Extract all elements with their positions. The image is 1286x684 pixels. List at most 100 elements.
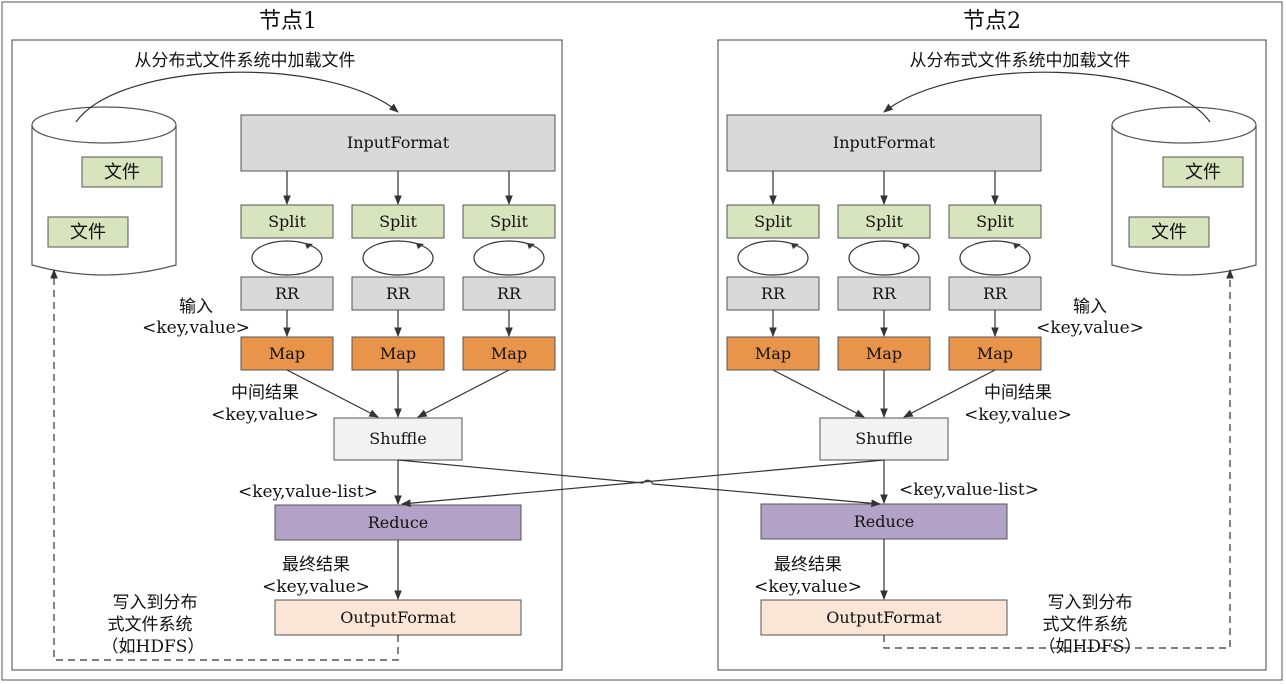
node-2-outputformat-label: OutputFormat — [826, 608, 942, 627]
node-1-rr-label-2: RR — [386, 284, 411, 303]
node-2-rr-1 — [726, 276, 820, 311]
node-2-file-label-2: 文件 — [1151, 222, 1187, 243]
node-2-map-label-2: Map — [866, 344, 902, 363]
node-2-frame — [717, 39, 1267, 671]
node-2-loop-3 — [959, 240, 1031, 276]
node-1-storage-cylinder — [31, 106, 177, 276]
node-1-map-label-2: Map — [380, 344, 416, 363]
node-1-rr-1 — [240, 276, 334, 311]
cross-arrow-node2-to-node1-reduce — [401, 459, 885, 508]
node-1-inputformat-label: InputFormat — [347, 133, 450, 152]
node-2-shuffle-box — [819, 417, 949, 461]
node-2-write-label-3: （如HDFS） — [1039, 637, 1142, 657]
node-2-rr-label-3: RR — [983, 284, 1008, 303]
node-2-rr-2 — [837, 276, 931, 311]
node-1-loop-2 — [362, 240, 434, 276]
node-1-split-label-3: Split — [490, 212, 528, 231]
node-1-write-label-1: 写入到分布 — [113, 593, 198, 613]
node-1-map-label-3: Map — [491, 344, 527, 363]
node-1-reduce-label: Reduce — [368, 513, 429, 532]
node-2-outputformat-box — [760, 599, 1008, 636]
node-1-write-label-3: （如HDFS） — [102, 637, 205, 657]
node-2-map-1 — [726, 336, 820, 371]
node-2-load-arrow — [883, 71, 1211, 123]
node-2-split-label-3: Split — [976, 212, 1014, 231]
node-2-map-label-1: Map — [755, 344, 791, 363]
node-1-load-arrow — [75, 71, 399, 123]
node-1-split-label-2: Split — [379, 212, 417, 231]
node-1-rr-3 — [462, 276, 556, 311]
node-2-split-label-1: Split — [754, 212, 792, 231]
node-1-outputformat-label: OutputFormat — [340, 608, 456, 627]
node-2-final-label-2: <key,value> — [754, 577, 862, 597]
node-1-input-label-2: <key,value> — [142, 318, 250, 338]
node-2-file-label-1: 文件 — [1185, 162, 1221, 183]
node-2-reduce-label: Reduce — [854, 512, 915, 531]
node-1-shuffle-label: Shuffle — [369, 429, 427, 448]
node-2-split-1 — [726, 204, 820, 239]
node-2: 节点2 从分布式文件系统中加载文件 文件 文件 InputFormat Spli… — [717, 9, 1267, 671]
node-1-final-label-1: 最终结果 — [282, 555, 350, 575]
node-1-rr-2 — [351, 276, 445, 311]
node-1-shuffle-box — [333, 417, 463, 461]
node-1-intermediate-label-1: 中间结果 — [231, 383, 299, 403]
node-2-split-3 — [948, 204, 1042, 239]
node-2-rr-label-1: RR — [761, 284, 786, 303]
node-1-loop-3 — [473, 240, 545, 276]
node-1-final-label-2: <key,value> — [262, 577, 370, 597]
node-2-input-label-1: 输入 — [1073, 297, 1107, 317]
node-1-load-label: 从分布式文件系统中加载文件 — [135, 51, 356, 71]
node-2-write-arrow — [883, 269, 1234, 649]
node-2-intermediate-label-2: <key,value> — [964, 405, 1072, 425]
node-1: 节点1 从分布式文件系统中加载文件 文件 文件 InputFormat Spli… — [11, 9, 563, 671]
cross-arrow-node1-to-node2-reduce — [397, 459, 881, 508]
node-2-map-label-3: Map — [977, 344, 1013, 363]
node-1-write-label-2: 式文件系统 — [108, 615, 193, 635]
node-2-loop-2 — [848, 240, 920, 276]
node-1-rr-label-1: RR — [275, 284, 300, 303]
node-2-input-label-2: <key,value> — [1036, 318, 1144, 338]
node-1-input-label-1: 输入 — [179, 297, 213, 317]
node-1-inputformat-box — [240, 114, 556, 172]
node-2-load-label: 从分布式文件系统中加载文件 — [910, 51, 1131, 71]
node-1-loop-1 — [251, 240, 323, 276]
node-2-inputformat-box — [726, 114, 1042, 172]
node-1-title: 节点1 — [259, 9, 317, 34]
node-1-intermediate-label-2: <key,value> — [211, 405, 319, 425]
node-1-map-1 — [240, 336, 334, 371]
node-2-file-box-1 — [1162, 156, 1244, 188]
node-2-intermediate-label-1: 中间结果 — [984, 383, 1052, 403]
node-1-outputformat-box — [274, 599, 522, 636]
node-1-file-label-1: 文件 — [104, 162, 140, 183]
node-2-value-list-label: <key,value-list> — [899, 480, 1039, 500]
node-1-frame — [11, 39, 563, 671]
node-2-split-2 — [837, 204, 931, 239]
node-2-loop-1 — [737, 240, 809, 276]
node-1-file-box-2 — [47, 216, 129, 248]
node-1-split-2 — [351, 204, 445, 239]
node-1-map-2 — [351, 336, 445, 371]
node-1-file-box-1 — [81, 156, 163, 188]
node-2-inputformat-label: InputFormat — [833, 133, 936, 152]
node-2-final-label-1: 最终结果 — [774, 555, 842, 575]
node-1-reduce-box — [274, 504, 522, 541]
node-2-reduce-box — [760, 503, 1008, 540]
node-1-split-1 — [240, 204, 334, 239]
node-1-split-label-1: Split — [268, 212, 306, 231]
node-1-file-label-2: 文件 — [70, 222, 106, 243]
node-1-value-list-label: <key,value-list> — [238, 482, 378, 502]
node-2-file-box-2 — [1128, 216, 1210, 248]
node-1-split-3 — [462, 204, 556, 239]
node-2-storage-cylinder — [1111, 106, 1257, 276]
node-1-rr-label-3: RR — [497, 284, 522, 303]
node-2-shuffle-label: Shuffle — [855, 429, 913, 448]
node-2-split-label-2: Split — [865, 212, 903, 231]
node-2-map-2 — [837, 336, 931, 371]
node-2-write-label-2: 式文件系统 — [1043, 615, 1128, 635]
node-1-write-arrow — [50, 269, 399, 661]
node-2-title: 节点2 — [963, 9, 1021, 34]
node-2-write-label-1: 写入到分布 — [1048, 593, 1133, 613]
node-1-map-label-1: Map — [269, 344, 305, 363]
